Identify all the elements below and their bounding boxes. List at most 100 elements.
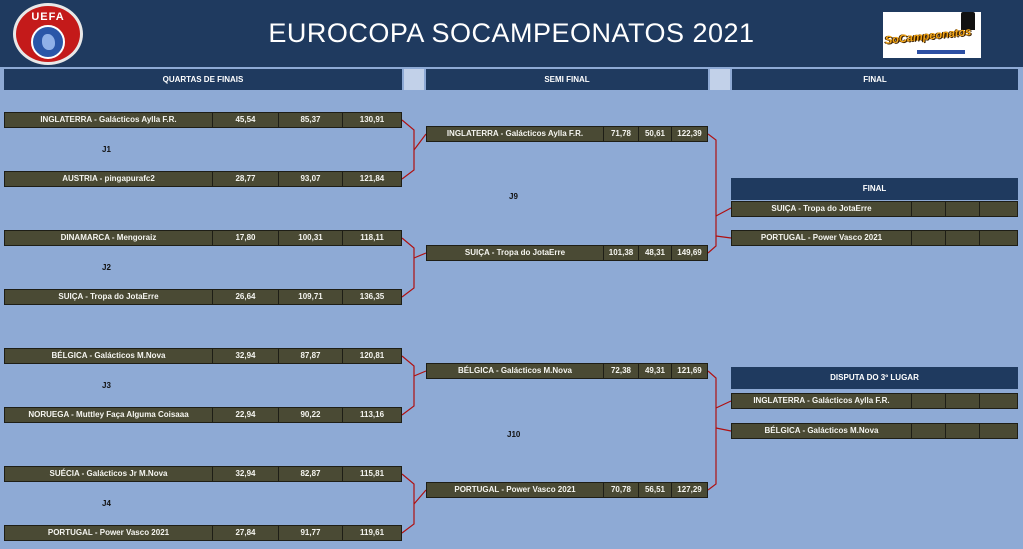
connector-j9-out-final <box>715 207 732 217</box>
team-name: PORTUGAL - Power Vasco 2021 <box>760 233 883 242</box>
connector-j9-out-third <box>715 235 732 239</box>
connector-j10 <box>707 370 717 491</box>
connector-j9 <box>707 133 717 254</box>
score-1: 27,84 <box>212 526 278 540</box>
score-1: 70,78 <box>603 483 638 497</box>
game-label-j1: J1 <box>102 145 111 154</box>
match-row-j2-home: DINAMARCA - Mengoraiz 17,80 100,31 118,1… <box>4 230 402 246</box>
score-2: 109,71 <box>278 290 342 304</box>
score-1 <box>911 424 945 438</box>
third-place-row-away: BÉLGICA - Galácticos M.Nova <box>731 423 1018 439</box>
match-row-j1-home: INGLATERRA - Galácticos Aylla F.R. 45,54… <box>4 112 402 128</box>
score-total: 127,29 <box>671 483 707 497</box>
score-total: 120,81 <box>342 349 401 363</box>
final-box-title: FINAL <box>731 178 1018 200</box>
socampeonatos-logo-icon: SoCampeonatos <box>883 12 981 58</box>
section-header-semi: SEMI FINAL <box>426 69 708 90</box>
connector-j3 <box>401 355 415 416</box>
score-total: 136,35 <box>342 290 401 304</box>
section-spacer <box>404 69 424 90</box>
score-2: 50,61 <box>638 127 671 141</box>
team-name: INGLATERRA - Galácticos Aylla F.R. <box>40 115 177 124</box>
score-2: 56,51 <box>638 483 671 497</box>
third-place-box-title: DISPUTA DO 3º LUGAR <box>731 367 1018 389</box>
page-title: EUROCOPA SOCAMPEONATOS 2021 <box>268 18 755 48</box>
score-1: 17,80 <box>212 231 278 245</box>
match-row-j4-home: SUÉCIA - Galácticos Jr M.Nova 32,94 82,8… <box>4 466 402 482</box>
score-1 <box>911 394 945 408</box>
score-total: 130,91 <box>342 113 401 127</box>
team-name: SUIÇA - Tropa do JotaErre <box>464 248 566 257</box>
top-hat-icon <box>961 12 975 30</box>
score-total: 115,81 <box>342 467 401 481</box>
game-label-j3: J3 <box>102 381 111 390</box>
section-header-quarters: QUARTAS DE FINAIS <box>4 69 402 90</box>
match-row-j9-home: INGLATERRA - Galácticos Aylla F.R. 71,78… <box>426 126 708 142</box>
score-1 <box>911 231 945 245</box>
team-name: DINAMARCA - Mengoraiz <box>60 233 157 242</box>
score-1: 72,38 <box>603 364 638 378</box>
uefa-logo-icon: UEFA <box>13 3 83 65</box>
score-1: 45,54 <box>212 113 278 127</box>
team-name: AUSTRIA - pingapurafc2 <box>62 174 155 183</box>
match-row-j3-away: NORUEGA - Muttley Faça Alguma Coisaaa 22… <box>4 407 402 423</box>
score-1: 28,77 <box>212 172 278 186</box>
score-2: 49,31 <box>638 364 671 378</box>
score-total <box>979 394 1017 408</box>
score-1: 101,38 <box>603 246 638 260</box>
header-bar <box>0 0 1023 67</box>
connector-j1 <box>401 119 415 180</box>
team-name: SUIÇA - Tropa do JotaErre <box>771 204 872 213</box>
score-2 <box>945 424 979 438</box>
score-total: 113,16 <box>342 408 401 422</box>
score-2 <box>945 394 979 408</box>
section-spacer <box>710 69 730 90</box>
match-row-j10-home: BÉLGICA - Galácticos M.Nova 72,38 49,31 … <box>426 363 708 379</box>
match-row-j2-away: SUIÇA - Tropa do JotaErre 26,64 109,71 1… <box>4 289 402 305</box>
score-2: 82,87 <box>278 467 342 481</box>
score-2: 85,37 <box>278 113 342 127</box>
team-name: PORTUGAL - Power Vasco 2021 <box>47 528 170 537</box>
score-1 <box>911 202 945 216</box>
score-2: 100,31 <box>278 231 342 245</box>
game-label-j10: J10 <box>507 430 521 439</box>
match-row-j10-away: PORTUGAL - Power Vasco 2021 70,78 56,51 … <box>426 482 708 498</box>
connector-j1-out <box>413 133 427 151</box>
team-name: PORTUGAL - Power Vasco 2021 <box>454 485 576 494</box>
final-row-home: SUIÇA - Tropa do JotaErre <box>731 201 1018 217</box>
score-total: 118,11 <box>342 231 401 245</box>
team-name: BÉLGICA - Galácticos M.Nova <box>51 351 166 360</box>
game-label-j4: J4 <box>102 499 111 508</box>
third-place-row-home: INGLATERRA - Galácticos Aylla F.R. <box>731 393 1018 409</box>
connector-j2-out <box>413 252 427 259</box>
connector-j10-out-third <box>715 400 732 409</box>
connector-j4 <box>401 473 415 534</box>
team-name: SUIÇA - Tropa do JotaErre <box>58 292 159 301</box>
team-name: NORUEGA - Muttley Faça Alguma Coisaaa <box>28 410 189 419</box>
section-header-final: FINAL <box>732 69 1018 90</box>
score-total: 121,69 <box>671 364 707 378</box>
score-total: 121,84 <box>342 172 401 186</box>
score-2: 48,31 <box>638 246 671 260</box>
score-1: 26,64 <box>212 290 278 304</box>
team-name: BÉLGICA - Galácticos M.Nova <box>458 366 572 375</box>
score-1: 32,94 <box>212 349 278 363</box>
game-label-j2: J2 <box>102 263 111 272</box>
score-2 <box>945 231 979 245</box>
score-total: 119,61 <box>342 526 401 540</box>
team-name: INGLATERRA - Galácticos Aylla F.R. <box>753 396 890 405</box>
score-total <box>979 424 1017 438</box>
team-name: SUÉCIA - Galácticos Jr M.Nova <box>49 469 168 478</box>
uefa-logo-text: UEFA <box>31 11 65 23</box>
logo-stripe <box>917 50 965 54</box>
globe-icon <box>31 25 65 59</box>
score-2: 87,87 <box>278 349 342 363</box>
connector-j4-out <box>413 489 427 505</box>
match-row-j1-away: AUSTRIA - pingapurafc2 28,77 93,07 121,8… <box>4 171 402 187</box>
score-1: 32,94 <box>212 467 278 481</box>
score-2 <box>945 202 979 216</box>
score-total <box>979 202 1017 216</box>
game-label-j9: J9 <box>509 192 518 201</box>
connector-j10-out-final <box>715 427 732 432</box>
